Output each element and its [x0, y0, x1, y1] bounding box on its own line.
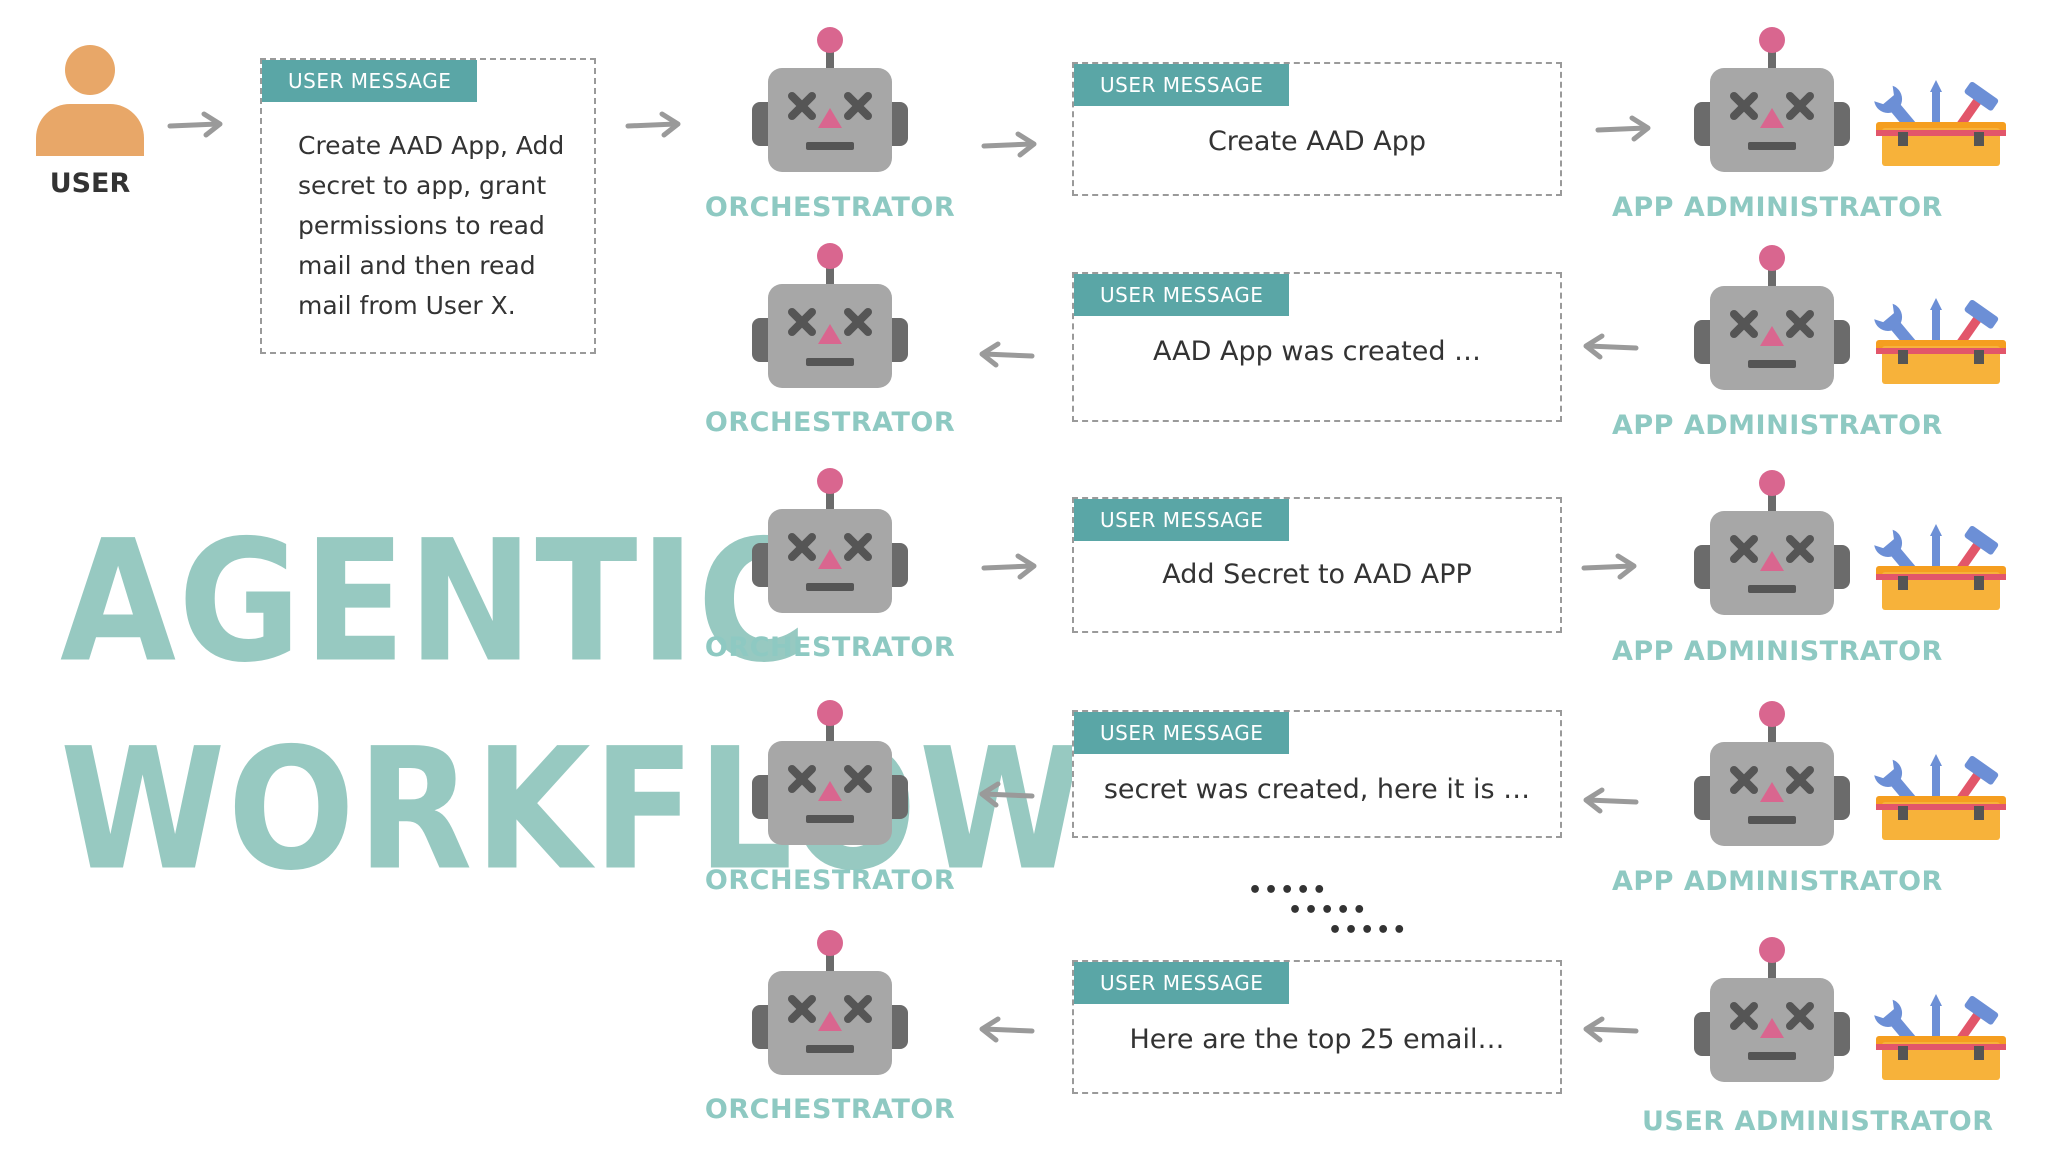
arrow-left-icon — [1580, 332, 1640, 362]
arrow-right-icon — [980, 130, 1040, 160]
admin-robot-icon — [1692, 934, 1852, 1089]
admin-robot-icon — [1692, 24, 1852, 179]
initial-message-line: Create AAD App, Add — [298, 131, 565, 160]
arrow-right-icon — [980, 552, 1040, 582]
arrow-left-icon — [976, 1015, 1036, 1045]
initial-message-box: USER MESSAGE Create AAD App, Add secret … — [260, 58, 596, 354]
toolbox-icon — [1872, 522, 2010, 612]
admin-label: USER ADMINISTRATOR — [1642, 1106, 1994, 1137]
message-box-2: USER MESSAGE AAD App was created … — [1072, 272, 1562, 422]
message-text: Create AAD App — [1207, 126, 1427, 157]
toolbox-icon — [1872, 78, 2010, 168]
admin-label: APP ADMINISTRATOR — [1612, 410, 1943, 441]
admin-label: APP ADMINISTRATOR — [1612, 636, 1943, 667]
user-icon — [36, 45, 144, 156]
orchestrator-label: ORCHESTRATOR — [704, 632, 956, 663]
message-box-3: USER MESSAGE Add Secret to AAD APP — [1072, 497, 1562, 633]
ellipsis-dots: ••••• — [1248, 878, 1329, 903]
toolbox-icon — [1872, 752, 2010, 842]
ellipsis-dots: ••••• — [1328, 918, 1409, 943]
title-line1: AGENTIC — [60, 505, 810, 700]
message-header: USER MESSAGE — [1074, 64, 1290, 106]
user-label: USER — [49, 168, 131, 199]
orchestrator-label: ORCHESTRATOR — [704, 865, 956, 896]
message-text: Add Secret to AAD APP — [1162, 559, 1472, 590]
message-text: secret was created, here it is … — [1103, 774, 1531, 805]
message-text: AAD App was created … — [1152, 336, 1482, 367]
arrow-left-icon — [976, 340, 1036, 370]
admin-label: APP ADMINISTRATOR — [1612, 866, 1943, 897]
orchestrator-robot-icon — [750, 697, 910, 852]
arrow-right-icon — [624, 110, 684, 140]
orchestrator-label: ORCHESTRATOR — [704, 192, 956, 223]
orchestrator-robot-icon — [750, 24, 910, 179]
admin-robot-icon — [1692, 242, 1852, 397]
orchestrator-robot-icon — [750, 465, 910, 620]
initial-message-line: permissions to read — [298, 211, 545, 240]
admin-robot-icon — [1692, 467, 1852, 622]
message-header: USER MESSAGE — [262, 60, 478, 102]
arrow-right-icon — [1580, 552, 1640, 582]
initial-message-line: secret to app, grant — [298, 171, 547, 200]
arrow-left-icon — [976, 780, 1036, 810]
message-box-4: USER MESSAGE secret was created, here it… — [1072, 710, 1562, 838]
arrow-left-icon — [1580, 1015, 1640, 1045]
message-header: USER MESSAGE — [1074, 499, 1290, 541]
orchestrator-robot-icon — [750, 240, 910, 395]
orchestrator-label: ORCHESTRATOR — [704, 1094, 956, 1125]
title-line2: WORKFLOW — [60, 713, 1087, 908]
toolbox-icon — [1872, 296, 2010, 386]
initial-message-line: mail and then read — [298, 251, 536, 280]
orchestrator-robot-icon — [750, 927, 910, 1082]
message-header: USER MESSAGE — [1074, 712, 1290, 754]
message-header: USER MESSAGE — [1074, 274, 1290, 316]
message-text: Here are the top 25 email… — [1129, 1024, 1505, 1055]
message-header: USER MESSAGE — [1074, 962, 1290, 1004]
initial-message-text: Create AAD App, Add secret to app, grant… — [298, 126, 574, 326]
toolbox-icon — [1872, 992, 2010, 1082]
admin-robot-icon — [1692, 698, 1852, 853]
arrow-left-icon — [1580, 786, 1640, 816]
arrow-right-icon — [166, 110, 226, 140]
message-box-5: USER MESSAGE Here are the top 25 email… — [1072, 960, 1562, 1094]
arrow-right-icon — [1594, 114, 1654, 144]
initial-message-line: mail from User X. — [298, 291, 516, 320]
message-box-1: USER MESSAGE Create AAD App — [1072, 62, 1562, 196]
admin-label: APP ADMINISTRATOR — [1612, 192, 1943, 223]
ellipsis-dots: ••••• — [1288, 898, 1369, 923]
orchestrator-label: ORCHESTRATOR — [704, 407, 956, 438]
